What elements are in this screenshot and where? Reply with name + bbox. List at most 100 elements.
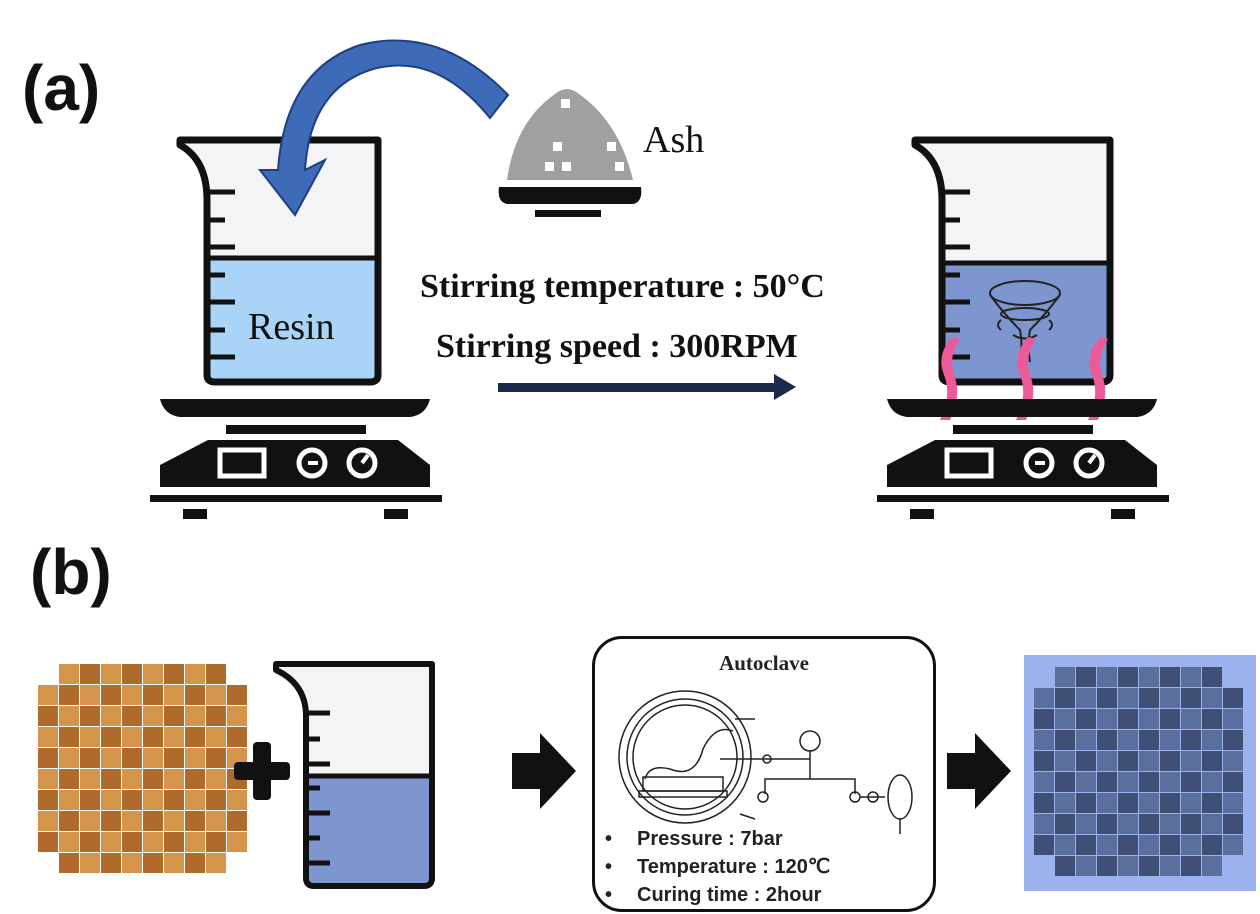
weave-cell bbox=[164, 769, 184, 789]
weave-cell bbox=[185, 790, 205, 810]
weave-cell bbox=[164, 790, 184, 810]
weave-cell bbox=[80, 664, 100, 684]
weave-cell bbox=[1181, 835, 1201, 855]
weave-cell bbox=[1055, 814, 1075, 834]
weave-cell bbox=[1097, 730, 1117, 750]
weave-cell bbox=[1118, 856, 1138, 876]
weave-cell bbox=[1139, 793, 1159, 813]
weave-cell bbox=[38, 811, 58, 831]
weave-cell bbox=[1139, 814, 1159, 834]
weave-cell bbox=[101, 727, 121, 747]
weave-cell bbox=[185, 685, 205, 705]
curved-arrow-icon bbox=[257, 39, 510, 217]
weave-cell bbox=[227, 790, 247, 810]
weave-cell bbox=[206, 811, 226, 831]
process-arrow-icon bbox=[498, 374, 796, 400]
weave-cell bbox=[206, 790, 226, 810]
weave-cell bbox=[1097, 793, 1117, 813]
weave-cell bbox=[80, 832, 100, 852]
weave-cell bbox=[143, 685, 163, 705]
weave-cell bbox=[1139, 856, 1159, 876]
weave-cell bbox=[59, 706, 79, 726]
weave-cell bbox=[80, 685, 100, 705]
ash-powder-icon bbox=[498, 89, 642, 217]
weave-cell bbox=[1076, 709, 1096, 729]
weave-cell bbox=[185, 664, 205, 684]
weave-cell bbox=[164, 706, 184, 726]
weave-cell bbox=[143, 790, 163, 810]
weave-cell bbox=[1055, 667, 1075, 687]
weave-cell bbox=[1076, 856, 1096, 876]
woven-fabric-icon bbox=[38, 664, 247, 873]
weave-cell bbox=[1223, 709, 1243, 729]
weave-cell bbox=[1160, 667, 1180, 687]
weave-cell bbox=[59, 664, 79, 684]
weave-cell bbox=[143, 832, 163, 852]
weave-cell bbox=[1202, 835, 1222, 855]
ash-label: Ash bbox=[643, 119, 705, 161]
weave-cell bbox=[101, 685, 121, 705]
beaker-mixed-icon bbox=[911, 136, 1114, 386]
weave-cell bbox=[1097, 688, 1117, 708]
weave-cell bbox=[1139, 835, 1159, 855]
weave-cell bbox=[206, 706, 226, 726]
weave-cell bbox=[1160, 688, 1180, 708]
weave-cell bbox=[185, 748, 205, 768]
weave-cell bbox=[1055, 709, 1075, 729]
mixed-liquid bbox=[942, 263, 1110, 382]
autoclave-schematic-icon bbox=[618, 690, 913, 834]
weave-cell bbox=[1181, 709, 1201, 729]
weave-cell bbox=[122, 853, 142, 873]
weave-cell bbox=[80, 706, 100, 726]
weave-cell bbox=[59, 685, 79, 705]
weave-cell bbox=[1160, 751, 1180, 771]
weave-cell bbox=[59, 748, 79, 768]
pressure-param: Pressure : 7bar bbox=[601, 825, 830, 853]
weave-cell bbox=[1160, 793, 1180, 813]
weave-cell bbox=[59, 727, 79, 747]
weave-cell bbox=[1223, 814, 1243, 834]
weave-cell bbox=[1055, 772, 1075, 792]
weave-cell bbox=[80, 748, 100, 768]
weave-cell bbox=[1055, 835, 1075, 855]
weave-cell bbox=[1034, 814, 1054, 834]
weave-cell bbox=[1034, 793, 1054, 813]
weave-cell bbox=[122, 685, 142, 705]
weave-cell bbox=[38, 685, 58, 705]
weave-cell bbox=[101, 790, 121, 810]
weave-cell bbox=[1181, 730, 1201, 750]
weave-cell bbox=[38, 769, 58, 789]
weave-cell bbox=[1118, 667, 1138, 687]
weave-cell bbox=[1118, 688, 1138, 708]
weave-cell bbox=[80, 790, 100, 810]
weave-cell bbox=[1076, 751, 1096, 771]
weave-cell bbox=[1202, 688, 1222, 708]
weave-cell bbox=[101, 832, 121, 852]
weave-cell bbox=[227, 685, 247, 705]
panel-a-label: (a) bbox=[22, 52, 101, 124]
stirring-temperature-text: Stirring temperature : 50°C bbox=[420, 268, 825, 305]
weave-cell bbox=[227, 727, 247, 747]
weave-cell bbox=[1139, 772, 1159, 792]
weave-cell bbox=[80, 769, 100, 789]
weave-cell bbox=[1034, 730, 1054, 750]
panel-b-label: (b) bbox=[30, 536, 112, 608]
weave-cell bbox=[1202, 730, 1222, 750]
weave-cell bbox=[1181, 667, 1201, 687]
weave-cell bbox=[1181, 772, 1201, 792]
weave-cell bbox=[1118, 730, 1138, 750]
weave-cell bbox=[185, 727, 205, 747]
stirring-speed-text: Stirring speed : 300RPM bbox=[436, 328, 798, 365]
weave-cell bbox=[80, 853, 100, 873]
weave-cell bbox=[206, 853, 226, 873]
weave-cell bbox=[1139, 709, 1159, 729]
weave-cell bbox=[1076, 814, 1096, 834]
weave-cell bbox=[1223, 793, 1243, 813]
weave-cell bbox=[1097, 667, 1117, 687]
weave-cell bbox=[143, 769, 163, 789]
weave-cell bbox=[1202, 793, 1222, 813]
weave-cell bbox=[38, 748, 58, 768]
weave-cell bbox=[122, 664, 142, 684]
weave-cell bbox=[143, 664, 163, 684]
weave-cell bbox=[38, 706, 58, 726]
